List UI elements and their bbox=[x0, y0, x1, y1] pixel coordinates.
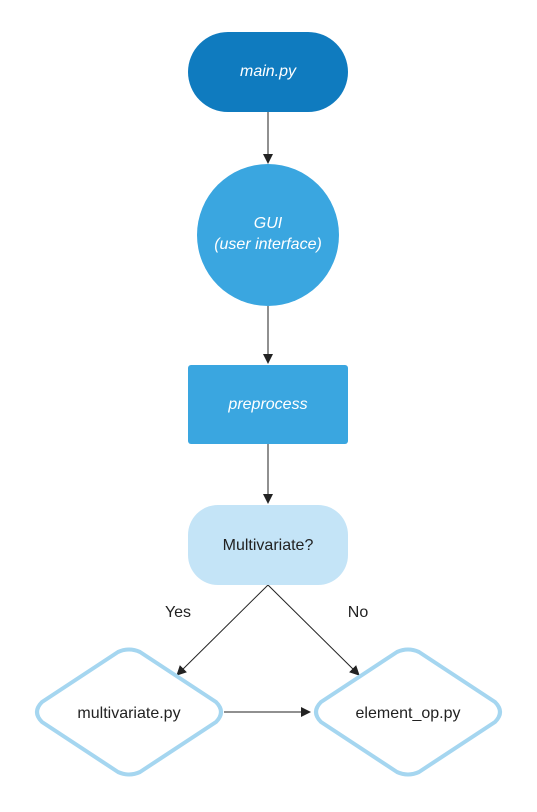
node-preprocess-shape bbox=[188, 365, 348, 444]
node-multivariate-shape bbox=[35, 647, 223, 777]
node-decision: Multivariate? bbox=[188, 505, 348, 585]
node-main-shape bbox=[188, 32, 348, 112]
node-multivariate-label: multivariate.py bbox=[77, 705, 180, 722]
edge-decision-to-multivariate bbox=[176, 584, 269, 676]
node-element-op-shape bbox=[314, 647, 502, 777]
node-preprocess-label: preprocess bbox=[227, 396, 307, 413]
node-multivariate: multivariate.py bbox=[35, 647, 223, 777]
edge-label-no: No bbox=[348, 604, 369, 621]
node-preprocess: preprocess bbox=[188, 365, 348, 444]
edge-decision-to-element-op bbox=[267, 584, 360, 676]
node-gui-label-line2: (user interface) bbox=[214, 236, 322, 253]
node-gui: GUI (user interface) bbox=[197, 164, 339, 306]
node-element-op-label: element_op.py bbox=[356, 705, 461, 722]
node-decision-shape bbox=[188, 505, 348, 585]
node-main: main.py bbox=[188, 32, 348, 112]
node-gui-shape bbox=[197, 164, 339, 306]
edge-label-yes: Yes bbox=[165, 604, 191, 621]
node-decision-label: Multivariate? bbox=[223, 537, 314, 554]
node-gui-label-line1: GUI bbox=[254, 215, 283, 232]
node-element-op: element_op.py bbox=[314, 647, 502, 777]
node-main-label: main.py bbox=[240, 63, 297, 80]
